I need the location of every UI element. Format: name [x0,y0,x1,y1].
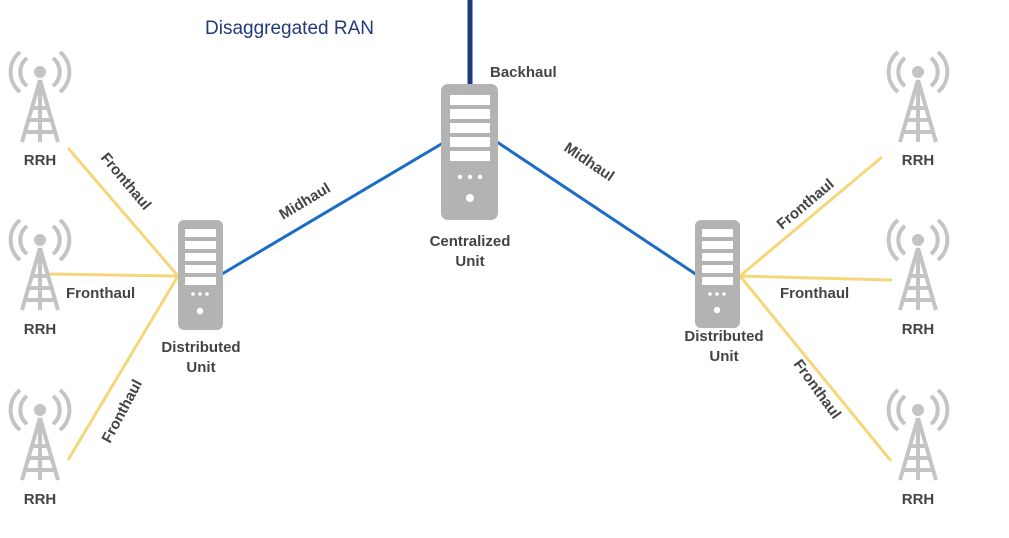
fronthaul-link-left-middle [47,272,179,278]
fronthaul-label-left-middle: Fronthaul [66,285,135,302]
fronthaul-label-right-top: Fronthaul [774,176,838,233]
rrh-left-top-tower-icon [8,50,72,144]
centralized-unit-server-icon [441,84,498,220]
diagram-title: Disaggregated RAN [205,18,374,39]
centralized-unit-label-line1: Centralized [430,233,511,250]
distributed-unit-right-label-line1: Distributed [684,328,763,345]
rrh-left-bottom-tower-icon [8,388,72,482]
fronthaul-label-right-middle: Fronthaul [780,285,849,302]
rrh-left-bottom-label: RRH [24,491,57,508]
rrh-right-middle-label: RRH [902,321,935,338]
fronthaul-label-left-top: Fronthaul [97,150,154,214]
rrh-left-middle-tower-icon [8,218,72,312]
fronthaul-link-left-top [66,147,180,277]
distributed-unit-left-server-icon [178,220,223,330]
rrh-left-middle-label: RRH [24,321,57,338]
distributed-unit-right-label-line2: Unit [709,348,738,365]
fronthaul-label-left-bottom: Fronthaul [99,377,146,446]
rrh-right-bottom-tower-icon [886,388,950,482]
rrh-right-top-label: RRH [902,152,935,169]
rrh-right-top-tower-icon [886,50,950,144]
midhaul-label-left: Midhaul [276,180,333,224]
backhaul-label: Backhaul [490,64,557,81]
rrh-right-bottom-label: RRH [902,491,935,508]
fronthaul-label-right-bottom: Fronthaul [790,356,844,422]
rrh-left-top-label: RRH [24,152,57,169]
midhaul-link-left [221,141,444,276]
distributed-unit-right-server-icon [695,220,740,328]
distributed-unit-left-label-line1: Distributed [161,339,240,356]
centralized-unit-label-line2: Unit [455,253,484,270]
fronthaul-link-right-top [739,155,883,278]
distributed-unit-left-label-line2: Unit [186,359,215,376]
fronthaul-link-right-middle [739,274,893,282]
rrh-right-middle-tower-icon [886,218,950,312]
fronthaul-link-left-bottom [66,275,180,461]
fronthaul-link-right-bottom [738,275,893,462]
midhaul-label-right: Midhaul [561,139,617,185]
midhaul-link-right [496,140,698,277]
